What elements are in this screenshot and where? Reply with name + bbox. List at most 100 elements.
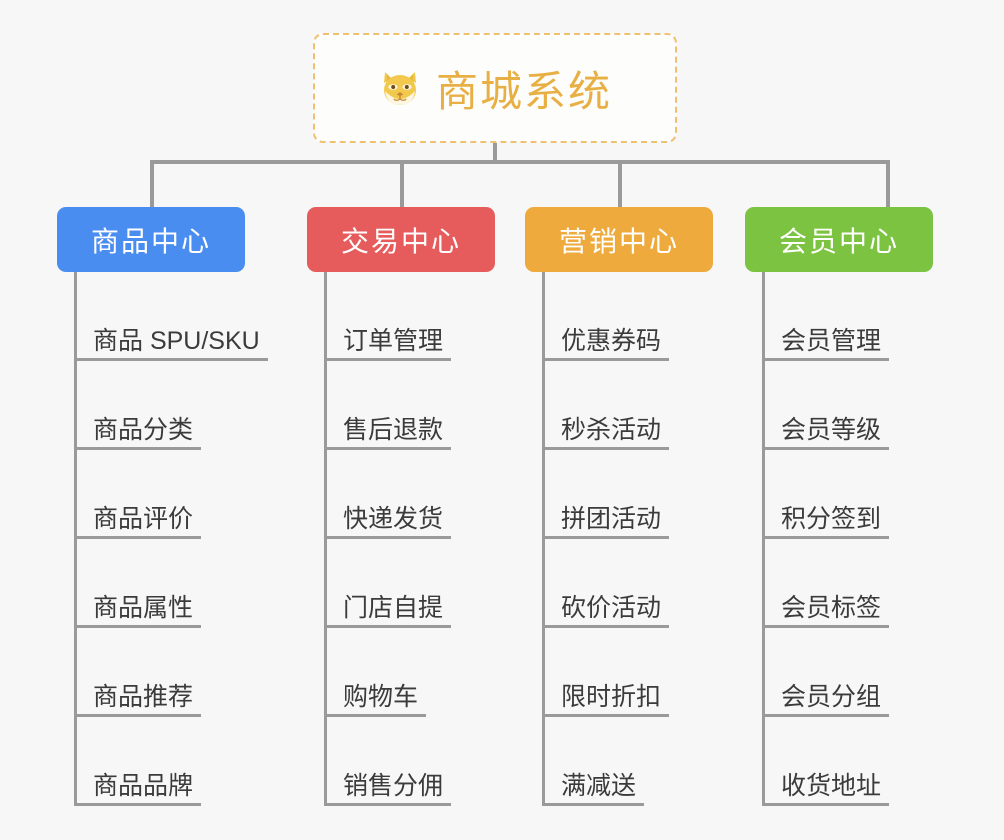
leaf-underline [324, 803, 451, 806]
branch-header-trade-center[interactable]: 交易中心 [307, 207, 495, 272]
branch-header-label: 会员中心 [778, 225, 899, 257]
connector-horizontal-bus [150, 160, 890, 164]
branch-trade-center: 交易中心 订单管理 售后退款 快递发货 门店自提 购物车 [307, 207, 495, 806]
leaf-list-member-center: 会员管理 会员等级 积分签到 会员标签 会员分组 收货地址 [745, 272, 933, 806]
branch-header-product-center[interactable]: 商品中心 [57, 207, 245, 272]
root-node[interactable]: 商城系统 [313, 33, 677, 143]
leaf-item[interactable]: 快递发货 [307, 450, 495, 539]
leaf-label: 会员分组 [781, 682, 882, 711]
leaf-underline [542, 625, 669, 628]
leaf-item[interactable]: 会员标签 [745, 539, 933, 628]
leaf-item[interactable]: 收货地址 [745, 717, 933, 806]
leaf-label: 商品评价 [93, 504, 194, 533]
branch-header-marketing-center[interactable]: 营销中心 [525, 207, 713, 272]
leaf-underline [74, 447, 201, 450]
leaf-label: 会员管理 [781, 326, 882, 355]
leaf-label: 限时折扣 [561, 682, 662, 711]
branch-header-label: 交易中心 [340, 225, 461, 257]
leaf-underline [542, 536, 669, 539]
leaf-underline [74, 536, 201, 539]
leaf-label: 订单管理 [343, 326, 444, 355]
leaf-underline [762, 536, 889, 539]
leaf-underline [542, 714, 669, 717]
leaf-label: 商品推荐 [93, 682, 194, 711]
leaf-underline [74, 358, 268, 361]
leaf-item[interactable]: 订单管理 [307, 272, 495, 361]
connector-root-stem [493, 143, 497, 163]
leaf-label: 满减送 [561, 771, 637, 800]
connector-drop-4 [886, 160, 890, 208]
leaf-underline [762, 358, 889, 361]
leaf-label: 商品 SPU/SKU [93, 326, 260, 355]
leaf-underline [74, 625, 201, 628]
branch-product-center: 商品中心 商品 SPU/SKU 商品分类 商品评价 商品属性 商品推荐 [57, 207, 268, 806]
leaf-item[interactable]: 购物车 [307, 628, 495, 717]
leaf-label: 会员等级 [781, 415, 882, 444]
leaf-item[interactable]: 商品品牌 [57, 717, 268, 806]
leaf-item[interactable]: 会员分组 [745, 628, 933, 717]
leaf-underline [324, 358, 451, 361]
leaf-item[interactable]: 优惠券码 [525, 272, 713, 361]
leaf-underline [324, 447, 451, 450]
leaf-underline [762, 447, 889, 450]
leaf-list-product-center: 商品 SPU/SKU 商品分类 商品评价 商品属性 商品推荐 商品品牌 [57, 272, 268, 806]
leaf-label: 积分签到 [781, 504, 882, 533]
leaf-underline [74, 803, 201, 806]
leaf-label: 门店自提 [343, 593, 444, 622]
connector-drop-3 [618, 160, 622, 208]
branch-marketing-center: 营销中心 优惠券码 秒杀活动 拼团活动 砍价活动 限时折扣 [525, 207, 713, 806]
leaf-item[interactable]: 商品评价 [57, 450, 268, 539]
shiba-dog-face-icon [378, 66, 422, 110]
leaf-label: 拼团活动 [561, 504, 662, 533]
leaf-underline [324, 536, 451, 539]
leaf-label: 优惠券码 [561, 326, 662, 355]
leaf-list-marketing-center: 优惠券码 秒杀活动 拼团活动 砍价活动 限时折扣 满减送 [525, 272, 713, 806]
leaf-label: 快递发货 [343, 504, 444, 533]
leaf-label: 砍价活动 [561, 593, 662, 622]
leaf-item[interactable]: 销售分佣 [307, 717, 495, 806]
leaf-item[interactable]: 商品推荐 [57, 628, 268, 717]
leaf-underline [542, 358, 669, 361]
connector-drop-1 [150, 160, 154, 208]
leaf-item[interactable]: 砍价活动 [525, 539, 713, 628]
leaf-underline [762, 803, 889, 806]
leaf-underline [74, 714, 201, 717]
leaf-item[interactable]: 商品分类 [57, 361, 268, 450]
leaf-underline [762, 625, 889, 628]
leaf-label: 销售分佣 [343, 771, 444, 800]
leaf-underline [542, 447, 669, 450]
leaf-underline [324, 714, 426, 717]
leaf-item[interactable]: 售后退款 [307, 361, 495, 450]
leaf-item[interactable]: 秒杀活动 [525, 361, 713, 450]
connector-drop-2 [400, 160, 404, 208]
leaf-item[interactable]: 会员等级 [745, 361, 933, 450]
leaf-label: 收货地址 [781, 771, 882, 800]
leaf-list-trade-center: 订单管理 售后退款 快递发货 门店自提 购物车 销售分佣 [307, 272, 495, 806]
leaf-underline [542, 803, 644, 806]
branch-spine [542, 272, 545, 806]
branch-header-member-center[interactable]: 会员中心 [745, 207, 933, 272]
leaf-label: 商品分类 [93, 415, 194, 444]
root-title: 商城系统 [435, 67, 612, 115]
leaf-underline [324, 625, 451, 628]
leaf-item[interactable]: 门店自提 [307, 539, 495, 628]
leaf-label: 会员标签 [781, 593, 882, 622]
branch-member-center: 会员中心 会员管理 会员等级 积分签到 会员标签 会员分组 [745, 207, 933, 806]
branch-spine [762, 272, 765, 806]
leaf-label: 购物车 [343, 682, 419, 711]
leaf-item[interactable]: 商品 SPU/SKU [57, 272, 268, 361]
leaf-item[interactable]: 会员管理 [745, 272, 933, 361]
leaf-item[interactable]: 积分签到 [745, 450, 933, 539]
leaf-label: 秒杀活动 [561, 415, 662, 444]
leaf-item[interactable]: 商品属性 [57, 539, 268, 628]
leaf-item[interactable]: 满减送 [525, 717, 713, 806]
branch-header-label: 营销中心 [558, 225, 679, 257]
branch-header-label: 商品中心 [90, 225, 211, 257]
leaf-label: 商品属性 [93, 593, 194, 622]
leaf-item[interactable]: 拼团活动 [525, 450, 713, 539]
leaf-item[interactable]: 限时折扣 [525, 628, 713, 717]
leaf-label: 售后退款 [343, 415, 444, 444]
branch-spine [324, 272, 327, 806]
leaf-label: 商品品牌 [93, 771, 194, 800]
